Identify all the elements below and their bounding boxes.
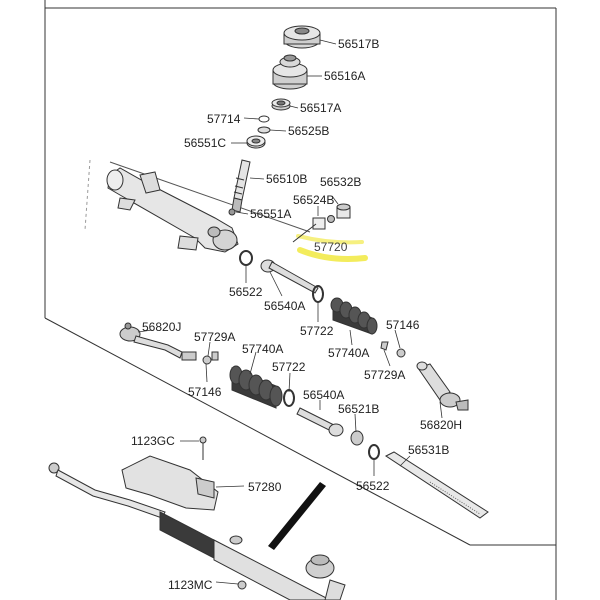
part-label-1123gc[interactable]: 1123GC: [131, 434, 175, 448]
direction-arrow: [268, 482, 326, 550]
part-label-56551c[interactable]: 56551C: [184, 136, 227, 150]
part-label-56551a[interactable]: 56551A: [250, 207, 292, 221]
part-56516a-drawing: [272, 54, 308, 90]
part-label-56540a-lower[interactable]: 56540A: [303, 388, 345, 402]
bracket-plate-drawing: [121, 455, 219, 511]
part-label-57722-left[interactable]: 57722: [272, 360, 306, 374]
boot-left-drawing: [229, 365, 283, 409]
leader-lines: [137, 39, 443, 585]
part-label-56521b[interactable]: 56521B: [338, 402, 380, 416]
part-label-56517a[interactable]: 56517A: [300, 101, 342, 115]
boot-right-drawing: [330, 297, 378, 335]
part-label-57720[interactable]: 57720: [314, 240, 348, 254]
part-label-56540a-upper[interactable]: 56540A: [264, 299, 306, 313]
part-label-56531b[interactable]: 56531B: [408, 443, 450, 457]
gear-housing-drawing: [106, 167, 239, 253]
part-label-56510b[interactable]: 56510B: [266, 172, 308, 186]
part-label-57729a-right[interactable]: 57729A: [364, 368, 406, 382]
part-label-57740a-left[interactable]: 57740A: [242, 342, 284, 356]
part-label-1123mc[interactable]: 1123MC: [168, 578, 213, 592]
part-label-57740a-right[interactable]: 57740A: [328, 346, 370, 360]
part-label-57146-left[interactable]: 57146: [188, 385, 222, 399]
part-label-57722-upper[interactable]: 57722: [300, 324, 334, 338]
part-56517b-drawing: [283, 25, 321, 49]
part-label-56820j[interactable]: 56820J: [142, 320, 182, 334]
part-label-56525b[interactable]: 56525B: [288, 124, 330, 138]
part-label-56522-upper[interactable]: 56522: [229, 285, 263, 299]
part-label-56820h[interactable]: 56820H: [420, 418, 463, 432]
lower-assembly-drawing: [48, 462, 346, 600]
part-label-57280[interactable]: 57280: [248, 480, 282, 494]
part-label-57146-right[interactable]: 57146: [386, 318, 420, 332]
part-label-57714[interactable]: 57714: [207, 112, 241, 126]
part-label-56517b[interactable]: 56517B: [338, 37, 380, 51]
part-label-56516a[interactable]: 56516A: [324, 69, 366, 83]
part-label-57729a-left[interactable]: 57729A: [194, 330, 236, 344]
rack-bar-drawing: [385, 451, 489, 519]
part-label-56532b[interactable]: 56532B: [320, 175, 362, 189]
part-label-56522-lower[interactable]: 56522: [356, 479, 390, 493]
highlight-mark: [297, 247, 368, 262]
part-label-56524b[interactable]: 56524B: [293, 193, 335, 207]
